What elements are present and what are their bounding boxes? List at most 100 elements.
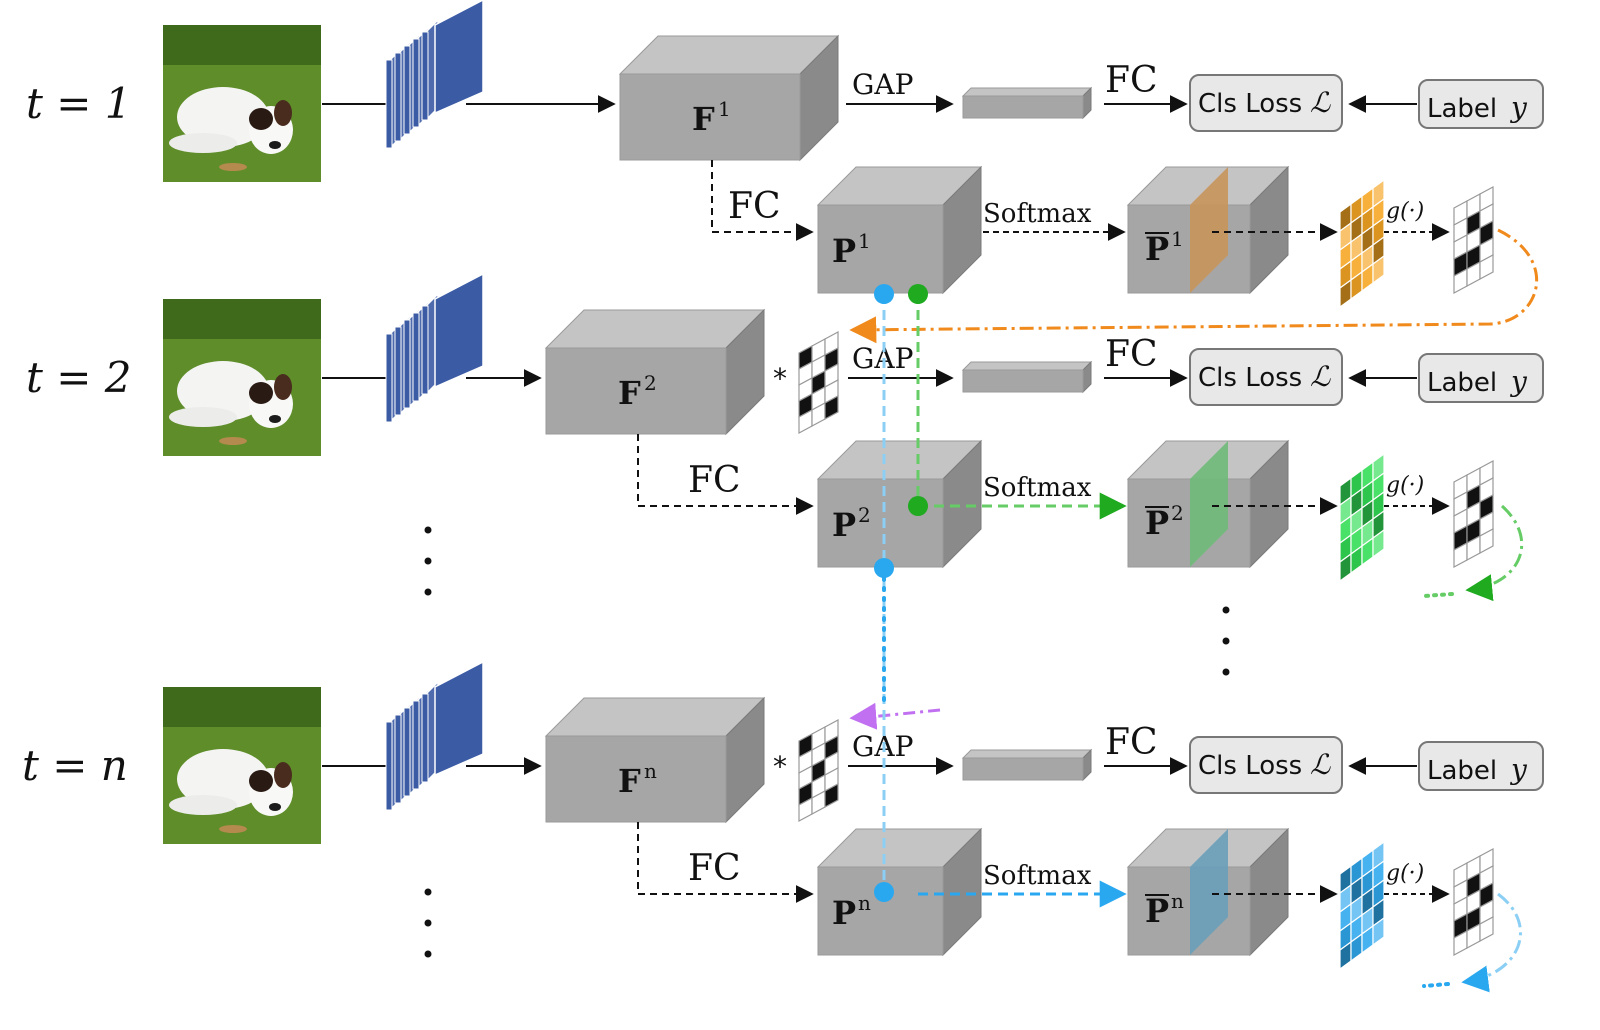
norm-prob-map-front bbox=[1127, 866, 1251, 956]
cls-loss-box-frame bbox=[1189, 74, 1343, 132]
pooled-vector-front bbox=[962, 95, 1084, 119]
feature-map bbox=[618, 34, 840, 162]
cnn-backbone-slice-edge bbox=[394, 326, 402, 416]
attention-mask-cell bbox=[824, 394, 839, 421]
label-box-frame bbox=[1418, 741, 1544, 791]
input-image-toy bbox=[219, 825, 247, 833]
cnn-backbone-slice-edge bbox=[412, 312, 420, 402]
fc-branch-label: FC bbox=[688, 460, 741, 501]
cnn-backbone-slice-edge bbox=[403, 707, 411, 797]
input-image bbox=[163, 299, 321, 456]
feedback-dots-green bbox=[1422, 592, 1454, 598]
pooled-vector bbox=[961, 360, 1093, 394]
fc-label: FC bbox=[1105, 60, 1158, 101]
cnn-backbone-front-face bbox=[434, 660, 484, 777]
feedback-arrow-blue bbox=[1461, 892, 1522, 993]
feature-map-label-superscript: 1 bbox=[718, 97, 731, 121]
cls-loss-box-text: Cls Loss bbox=[1198, 363, 1302, 393]
g-label: g(·) bbox=[1386, 861, 1424, 886]
cls-loss-box-frame bbox=[1189, 348, 1343, 406]
g-label: g(·) bbox=[1386, 199, 1424, 224]
input-image-eye-patch bbox=[249, 108, 273, 130]
attention-mask bbox=[798, 330, 839, 435]
input-image-nose bbox=[269, 415, 281, 423]
binary-mask-cell bbox=[1479, 253, 1494, 281]
multiply-sign: * bbox=[773, 362, 787, 395]
prob-map-front bbox=[817, 866, 944, 956]
feature-map bbox=[544, 308, 766, 436]
cls-loss-box-symbol: ℒ bbox=[1310, 360, 1331, 393]
input-image bbox=[163, 25, 321, 182]
cnn-backbone-slice-edge bbox=[403, 319, 411, 409]
class-heatmap bbox=[1339, 178, 1385, 309]
class-slice-band bbox=[1190, 167, 1228, 293]
gap-label: GAP bbox=[852, 68, 913, 101]
input-image-toy bbox=[219, 437, 247, 445]
cnn-backbone-slice-edge bbox=[412, 38, 420, 128]
ellipsis-dot bbox=[424, 950, 432, 958]
feedback-arrow-green bbox=[1465, 504, 1524, 602]
label-box-text: Label bbox=[1427, 756, 1497, 786]
norm-prob-map bbox=[1126, 827, 1290, 957]
feature-map-label-superscript: 2 bbox=[644, 371, 657, 395]
norm-prob-map bbox=[1126, 439, 1290, 569]
input-image-ear bbox=[274, 100, 292, 126]
prob-map-label-superscript: 2 bbox=[858, 503, 871, 527]
norm-prob-map-front bbox=[1127, 478, 1251, 568]
blue-node-p1 bbox=[874, 284, 894, 304]
input-image-toy bbox=[219, 163, 247, 171]
label-box-text: Label bbox=[1427, 368, 1497, 398]
feedback-dots-blue bbox=[1422, 982, 1450, 988]
input-image-paws bbox=[169, 795, 237, 815]
cnn-backbone-slice-edge bbox=[394, 52, 402, 142]
norm-prob-label-symbol: P bbox=[1145, 892, 1169, 930]
incoming-arrow-purple bbox=[849, 702, 941, 730]
cnn-backbone-slice-edge bbox=[394, 714, 402, 804]
class-slice-band bbox=[1190, 441, 1228, 567]
norm-prob-label-superscript: 2 bbox=[1171, 501, 1184, 525]
input-image-background bbox=[163, 25, 321, 65]
softmax-label: Softmax bbox=[983, 199, 1092, 229]
green-node-p1 bbox=[908, 284, 928, 304]
step-label: t = n bbox=[22, 741, 128, 790]
step-label: t = 2 bbox=[26, 353, 132, 402]
label-box-frame bbox=[1418, 79, 1544, 129]
cnn-backbone-front-face bbox=[434, 0, 484, 115]
cnn-backbone-slice-edge bbox=[385, 333, 393, 423]
prob-map-front bbox=[817, 204, 944, 294]
pooled-vector-front bbox=[962, 369, 1084, 393]
ellipsis-dot bbox=[1222, 668, 1230, 676]
ellipsis-dot bbox=[424, 557, 432, 565]
label-box-symbol: y bbox=[1509, 91, 1528, 124]
prob-map-label-symbol: P bbox=[832, 232, 856, 270]
prob-map bbox=[816, 439, 983, 569]
prob-map bbox=[816, 827, 983, 957]
input-image bbox=[163, 687, 321, 844]
cls-loss-box: Cls Loss ℒ bbox=[1189, 348, 1343, 406]
cnn-backbone bbox=[385, 0, 484, 150]
cls-loss-box-text: Cls Loss bbox=[1198, 89, 1302, 119]
feature-map-front bbox=[619, 73, 801, 161]
class-heatmap bbox=[1339, 452, 1385, 583]
norm-prob-label-symbol: P bbox=[1145, 230, 1169, 268]
fc-branch-label: FC bbox=[688, 848, 741, 889]
feature-map-label-symbol: F bbox=[618, 762, 641, 800]
cnn-backbone-slice-edge bbox=[421, 305, 429, 395]
input-image-ear bbox=[274, 762, 292, 788]
blue-node-pn bbox=[874, 882, 894, 902]
cnn-backbone-slice-edge bbox=[385, 721, 393, 811]
label-box-symbol: y bbox=[1509, 753, 1528, 786]
input-image-ear bbox=[274, 374, 292, 400]
class-heatmap bbox=[1339, 840, 1385, 971]
blue-node-p2 bbox=[874, 558, 894, 578]
class-heatmap-cell bbox=[1372, 916, 1385, 947]
cnn-backbone bbox=[385, 660, 484, 812]
feedback-arrow-orange bbox=[849, 228, 1539, 344]
fc-label: FC bbox=[1105, 334, 1158, 375]
input-image-background bbox=[163, 299, 321, 339]
fc-branch-label: FC bbox=[728, 186, 781, 227]
